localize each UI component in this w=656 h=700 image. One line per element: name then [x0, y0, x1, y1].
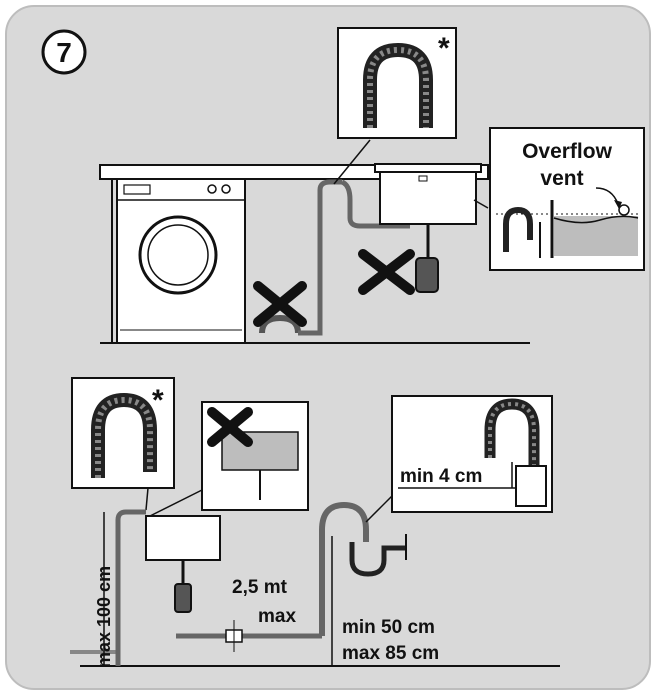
sink-icon: [145, 515, 221, 613]
hose-hook-box-left: *: [71, 377, 175, 489]
step-number: 7: [56, 37, 72, 68]
overflow-vent-box: Overflow vent: [489, 127, 645, 271]
min-4-box: min 4 cm: [391, 395, 553, 513]
step-number-badge: 7: [41, 29, 87, 75]
overflow-label-line1: Overflow: [522, 140, 613, 163]
cross-mark-icon: [358, 249, 415, 295]
hose-hook-icon: [363, 42, 433, 128]
hose-hook-icon: [484, 398, 540, 466]
label-distance-1: 2,5 mt: [232, 577, 288, 598]
label-distance-2: max: [258, 606, 296, 627]
drain-hose-top: [298, 179, 342, 336]
label-max-100: max 100 cm: [94, 566, 114, 668]
cross-mark-icon: [207, 407, 253, 447]
label-min-4: min 4 cm: [400, 466, 482, 487]
washing-machine-icon: [116, 178, 246, 344]
top-scene: * Overflow vent: [99, 27, 645, 344]
asterisk-left: *: [152, 384, 164, 417]
asterisk-top: *: [438, 32, 450, 65]
cross-mark-icon: [253, 281, 307, 327]
bottom-scene: * max 100 cm 2,5 mt max: [70, 377, 560, 668]
overflow-label-line2: vent: [540, 167, 583, 190]
overflow-vent-icon: [618, 204, 630, 216]
hose-hook-icon: [91, 392, 157, 478]
wrong-sink-box: [201, 401, 309, 511]
hose-hook-box-top: *: [337, 27, 457, 139]
sink-icon: [374, 163, 482, 293]
label-max-85: max 85 cm: [342, 643, 439, 664]
label-min-50: min 50 cm: [342, 617, 435, 638]
